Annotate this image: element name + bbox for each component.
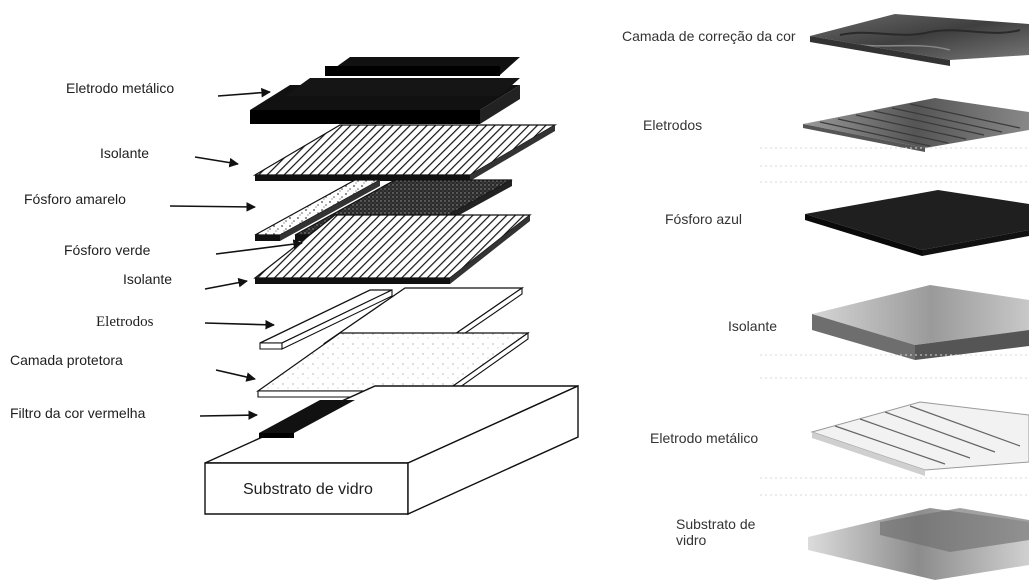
- metal-electrode-plate: [810, 401, 1029, 476]
- electrodes-plate: [803, 98, 1029, 152]
- label-right-metal-electrode: Eletrodo metálico: [650, 430, 759, 446]
- red-filter-strip: [259, 400, 355, 433]
- glass-substrate-plate: [808, 508, 1029, 580]
- label-green-phosphor: Fósforo verde: [64, 242, 151, 258]
- label-glass-substrate: Substrato de vidro: [243, 481, 373, 498]
- metal-electrode-layer: [250, 57, 520, 124]
- label-red-filter: Filtro da cor vermelha: [10, 405, 146, 421]
- label-insulator-bottom: Isolante: [123, 271, 173, 287]
- label-color-correction: Camada de correção da cor: [622, 28, 796, 44]
- color-correction-plate: [810, 14, 1029, 66]
- label-right-glass-substrate: Substrato de vidro: [676, 516, 756, 548]
- label-metal-electrode: Eletrodo metálico: [66, 80, 175, 96]
- blue-phosphor-plate: [805, 190, 1029, 256]
- left-arrows: [169, 87, 303, 420]
- label-electrodes: Eletrodos: [96, 314, 154, 330]
- insulator-top-layer: [252, 124, 558, 181]
- label-yellow-phosphor: Fósforo amarelo: [24, 191, 126, 207]
- label-right-electrodes: Eletrodos: [643, 117, 703, 133]
- insulator-plate: [812, 285, 1029, 360]
- glass-substrate-block: [204, 384, 579, 516]
- label-right-insulator: Isolante: [728, 318, 778, 334]
- yellow-phosphor-layer: [254, 179, 381, 241]
- label-blue-phosphor: Fósforo azul: [665, 211, 743, 227]
- label-protective-layer: Camada protetora: [10, 352, 123, 368]
- label-insulator-top: Isolante: [100, 145, 150, 161]
- insulator-bottom-layer: [253, 214, 532, 284]
